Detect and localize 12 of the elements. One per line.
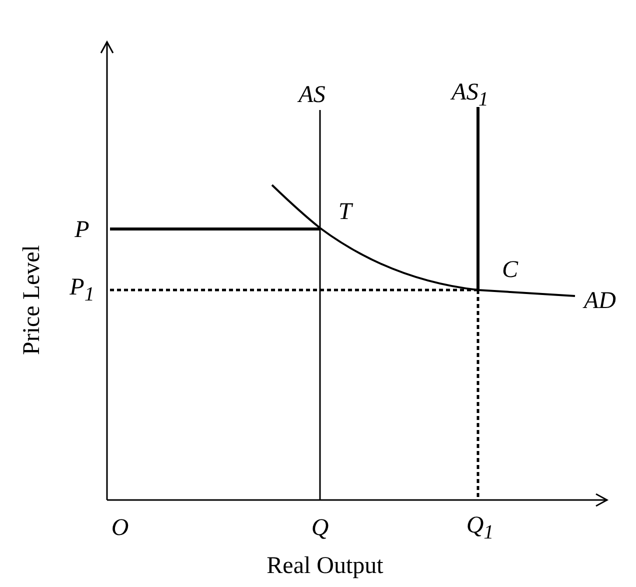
axis-label: P$_{1}$ [70,276,94,304]
point-label: T [338,200,352,224]
axis-label: Q [311,516,329,540]
origin-label: O [111,516,129,540]
curve-label: AS [298,83,326,107]
curve-label: AS$_{1}$ [452,80,488,110]
axis-title: Price Level [20,245,44,355]
curve-label: AD [584,289,616,313]
point-label: C [502,258,518,282]
axis-label: P [74,218,90,242]
axis-title: Real Output [266,554,384,578]
axis-label: Q$_{1}$ [466,514,494,542]
